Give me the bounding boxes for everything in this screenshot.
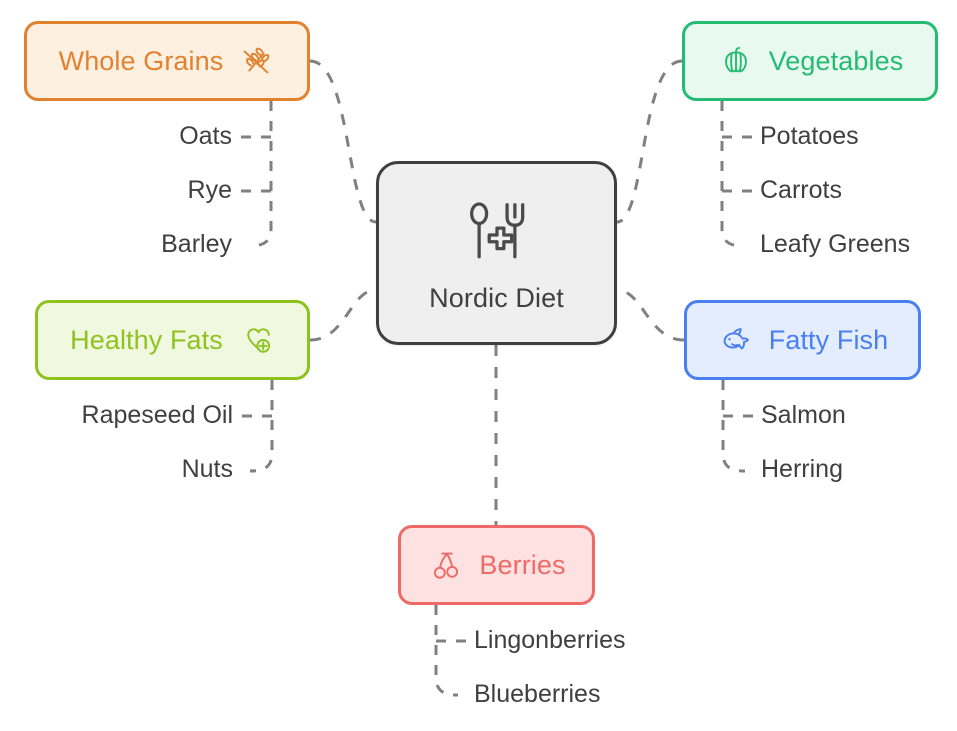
branch-node-vegetables[interactable]: Vegetables: [682, 21, 938, 101]
leaf-lingonberries: Lingonberries: [474, 626, 626, 654]
branch-label-healthy-fats: Healthy Fats: [70, 324, 223, 355]
branch-node-whole-grains[interactable]: Whole Grains: [24, 21, 310, 101]
connector-root-to-healthy-fats: [309, 288, 377, 342]
wheat-crossed-icon: [237, 42, 275, 80]
branch-node-healthy-fats[interactable]: Healthy Fats: [35, 300, 310, 380]
leaf-salmon: Salmon: [761, 401, 846, 429]
branch-label-fatty-fish: Fatty Fish: [768, 324, 889, 355]
spoon-fork-health-icon: [458, 195, 536, 273]
branch-label-berries: Berries: [479, 549, 566, 580]
heart-plus-icon: [237, 321, 275, 359]
leaf-leafy-greens: Leafy Greens: [760, 230, 911, 258]
leaf-potatoes: Potatoes: [760, 122, 859, 150]
leaf-carrots: Carrots: [760, 176, 842, 204]
connector-healthy-fats-spine: [249, 380, 274, 473]
root-node-label: Nordic Diet: [429, 282, 564, 313]
root-node-nordic-diet[interactable]: Nordic Diet: [376, 161, 617, 345]
branch-label-whole-grains: Whole Grains: [58, 45, 224, 76]
connector-root-to-whole-grains: [309, 59, 377, 224]
leaf-rye: Rye: [187, 176, 232, 204]
fish-icon: [717, 321, 755, 359]
connector-berries-spine: [434, 605, 459, 697]
connector-root-to-fatty-fish: [616, 288, 685, 342]
leaf-herring: Herring: [761, 455, 843, 483]
branch-node-berries[interactable]: Berries: [398, 525, 595, 605]
leaf-rapeseed-oil: Rapeseed Oil: [81, 401, 233, 429]
branch-label-vegetables: Vegetables: [768, 45, 904, 76]
connector-vegetables-spine: [720, 101, 745, 248]
connector-whole-grains-spine: [248, 101, 273, 248]
leaf-blueberries: Blueberries: [474, 680, 601, 708]
connector-root-to-vegetables: [616, 59, 683, 224]
branch-node-fatty-fish[interactable]: Fatty Fish: [684, 300, 921, 380]
cherries-icon: [427, 546, 465, 584]
leaf-barley: Barley: [161, 230, 232, 258]
connector-fatty-fish-spine: [721, 380, 746, 473]
bell-pepper-icon: [717, 42, 755, 80]
leaf-nuts: Nuts: [181, 455, 233, 483]
leaf-oats: Oats: [179, 122, 232, 150]
